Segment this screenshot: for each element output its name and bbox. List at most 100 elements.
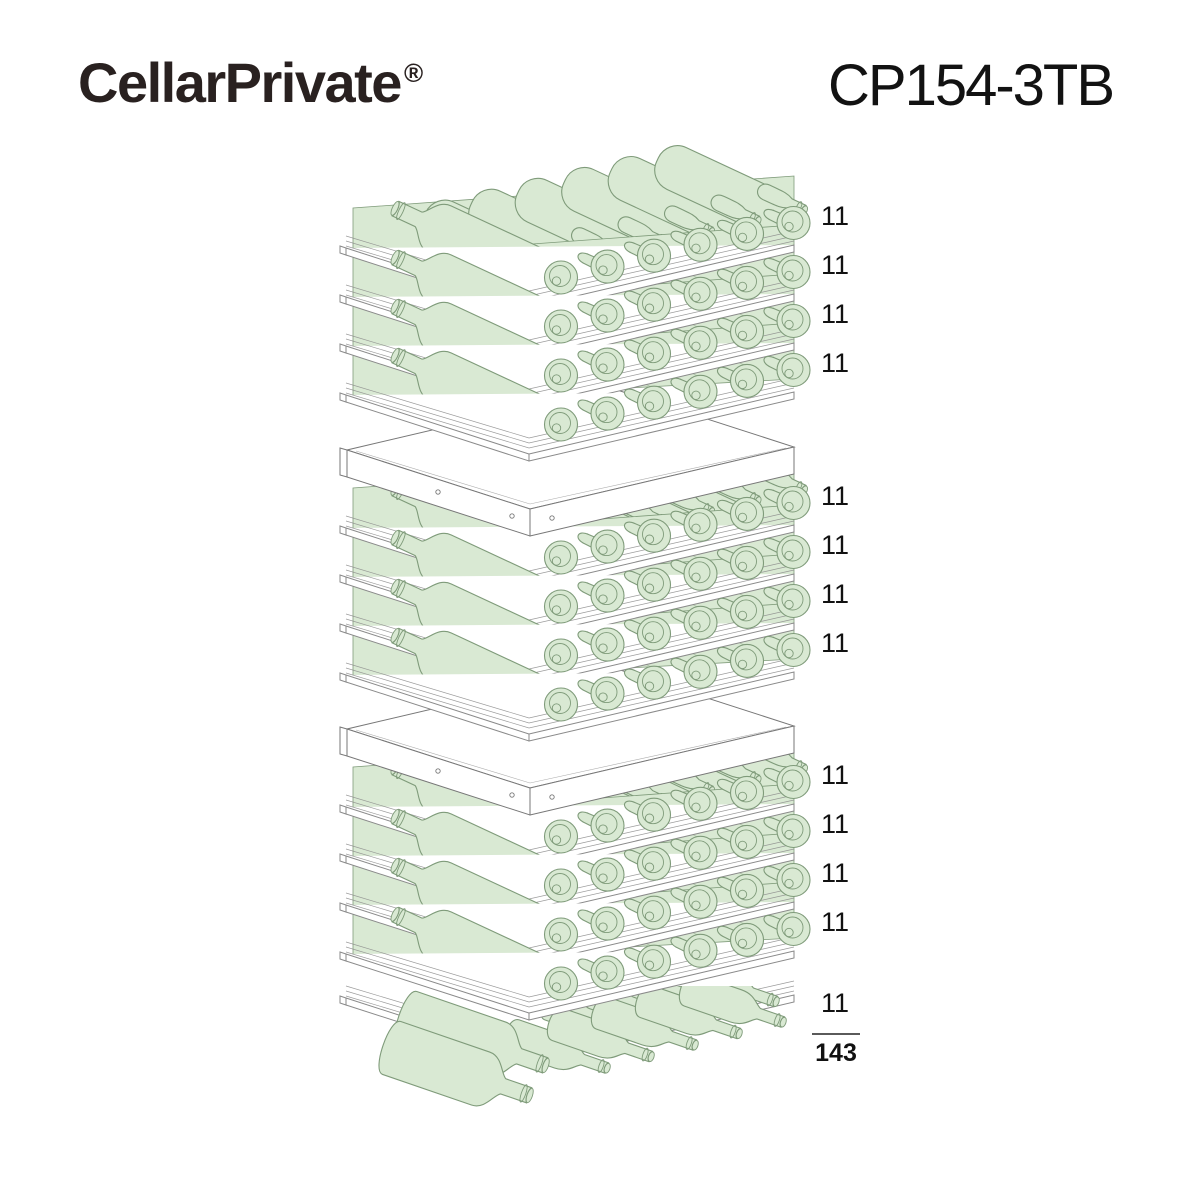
bottle-bottom [543, 917, 579, 952]
bottle-bottom [776, 205, 811, 241]
bottle-bottom [729, 824, 765, 859]
bottle-bottom [543, 638, 579, 673]
bottle-bottom [776, 632, 811, 668]
bottle-bottom [729, 643, 765, 678]
bottle-bottom [636, 518, 672, 553]
shelf-count-label: 11 [821, 579, 850, 609]
bottle-bottom [729, 545, 765, 580]
bottle-bottom [543, 358, 579, 393]
bottle-bottom [776, 254, 811, 290]
bottle-bottom [636, 665, 672, 700]
bottle-bottom [776, 485, 811, 521]
bottle-bottom [776, 862, 811, 898]
bottle-bottom [543, 966, 579, 1001]
bottle-bottom [683, 884, 718, 919]
shelf-count-label: 11 [821, 299, 850, 329]
bottle-bottom [683, 654, 718, 689]
bottle-bottom [683, 605, 718, 640]
floor-bottle [678, 986, 787, 1028]
bottle-bottom [590, 347, 625, 382]
bottle-bottom [729, 873, 765, 908]
bottle-bottoms-row [543, 205, 811, 295]
shelf-count-label: 11 [821, 988, 850, 1018]
bottle-bottom [729, 922, 765, 957]
bottle-bottom [776, 303, 811, 339]
bottle-bottoms-row [543, 352, 811, 442]
bottle-bottom [543, 540, 579, 575]
bottle-bottom [590, 249, 625, 284]
bottle-bottom [590, 955, 625, 990]
bottle-bottoms-row [543, 813, 811, 903]
shelf-count-label: 11 [821, 530, 850, 560]
floor-bottle-large [378, 1020, 534, 1107]
bottle-bottom [636, 385, 672, 420]
shelf-count-label: 11 [821, 348, 850, 378]
bottle-bottom [590, 298, 625, 333]
bottle-bottom [776, 911, 811, 947]
bottle-bottoms-row [543, 485, 811, 575]
total-capacity: 143 [812, 1033, 860, 1068]
bottle-bottom [683, 276, 718, 311]
bottle-bottom [543, 589, 579, 624]
bottle-bottom [590, 529, 625, 564]
bottle-bottom [543, 407, 579, 442]
shelf-count-label: 11 [821, 481, 850, 511]
bottle-bottom [543, 868, 579, 903]
bottle-bottom [636, 287, 672, 322]
bottle-bottom [729, 363, 765, 398]
bottle-bottom [636, 616, 672, 651]
bottle-bottom [590, 906, 625, 941]
top-zone [339, 145, 811, 462]
bottle-bottoms-row [543, 303, 811, 393]
bottle-bottom [683, 556, 718, 591]
bottle-bottom [636, 567, 672, 602]
bottle-bottom [543, 819, 579, 854]
brand-name: CellarPrivate [78, 51, 402, 114]
shelf-count-label: 11 [821, 250, 850, 280]
bottle-bottom [543, 260, 579, 295]
bottle-bottoms-row [543, 862, 811, 952]
bottle-bottom [776, 352, 811, 388]
floor-bottle-row [378, 986, 787, 1107]
bottle-bottom [683, 835, 718, 870]
bottle-bottom [590, 808, 625, 843]
bottle-bottoms-row [543, 911, 811, 1001]
shelf-count-label: 11 [821, 760, 850, 790]
shelf-count-label: 11 [821, 628, 850, 658]
bottle-bottom [776, 583, 811, 619]
floor-bottle [671, 986, 780, 1008]
bottle-bottom [590, 627, 625, 662]
shelf-count-label: 11 [821, 907, 850, 937]
bottle-bottom [636, 944, 672, 979]
bottle-bottom [590, 578, 625, 613]
bottle-bottoms-row [543, 632, 811, 722]
shelf-count-label: 11 [821, 809, 850, 839]
bottle-bottoms-row [543, 254, 811, 344]
bottle-bottom [729, 314, 765, 349]
bottle-bottom [683, 933, 718, 968]
bottle-bottom [543, 309, 579, 344]
model-number: CP154-3TB [828, 53, 1115, 118]
bottle-bottom [729, 496, 765, 531]
bottle-bottom [683, 786, 718, 821]
bottle-bottom [543, 687, 579, 722]
bottle-bottom [636, 238, 672, 273]
bottle-bottom [729, 265, 765, 300]
bottle-bottom [683, 325, 718, 360]
bottle-bottom [776, 764, 811, 800]
bottle-bottoms-row [543, 764, 811, 854]
bottle-bottom [636, 797, 672, 832]
bottle-bottom [590, 857, 625, 892]
bottle-bottoms-row [543, 534, 811, 624]
bottle-bottoms-row [543, 583, 811, 673]
bottle-bottom [590, 396, 625, 431]
bottle-bottom [776, 534, 811, 570]
bottle-bottom [683, 374, 718, 409]
bottle-bottom [683, 507, 718, 542]
bottle-bottom [683, 227, 718, 262]
bottle-bottom [729, 775, 765, 810]
bottle-bottom [776, 813, 811, 849]
shelf-count-label: 11 [821, 858, 850, 888]
